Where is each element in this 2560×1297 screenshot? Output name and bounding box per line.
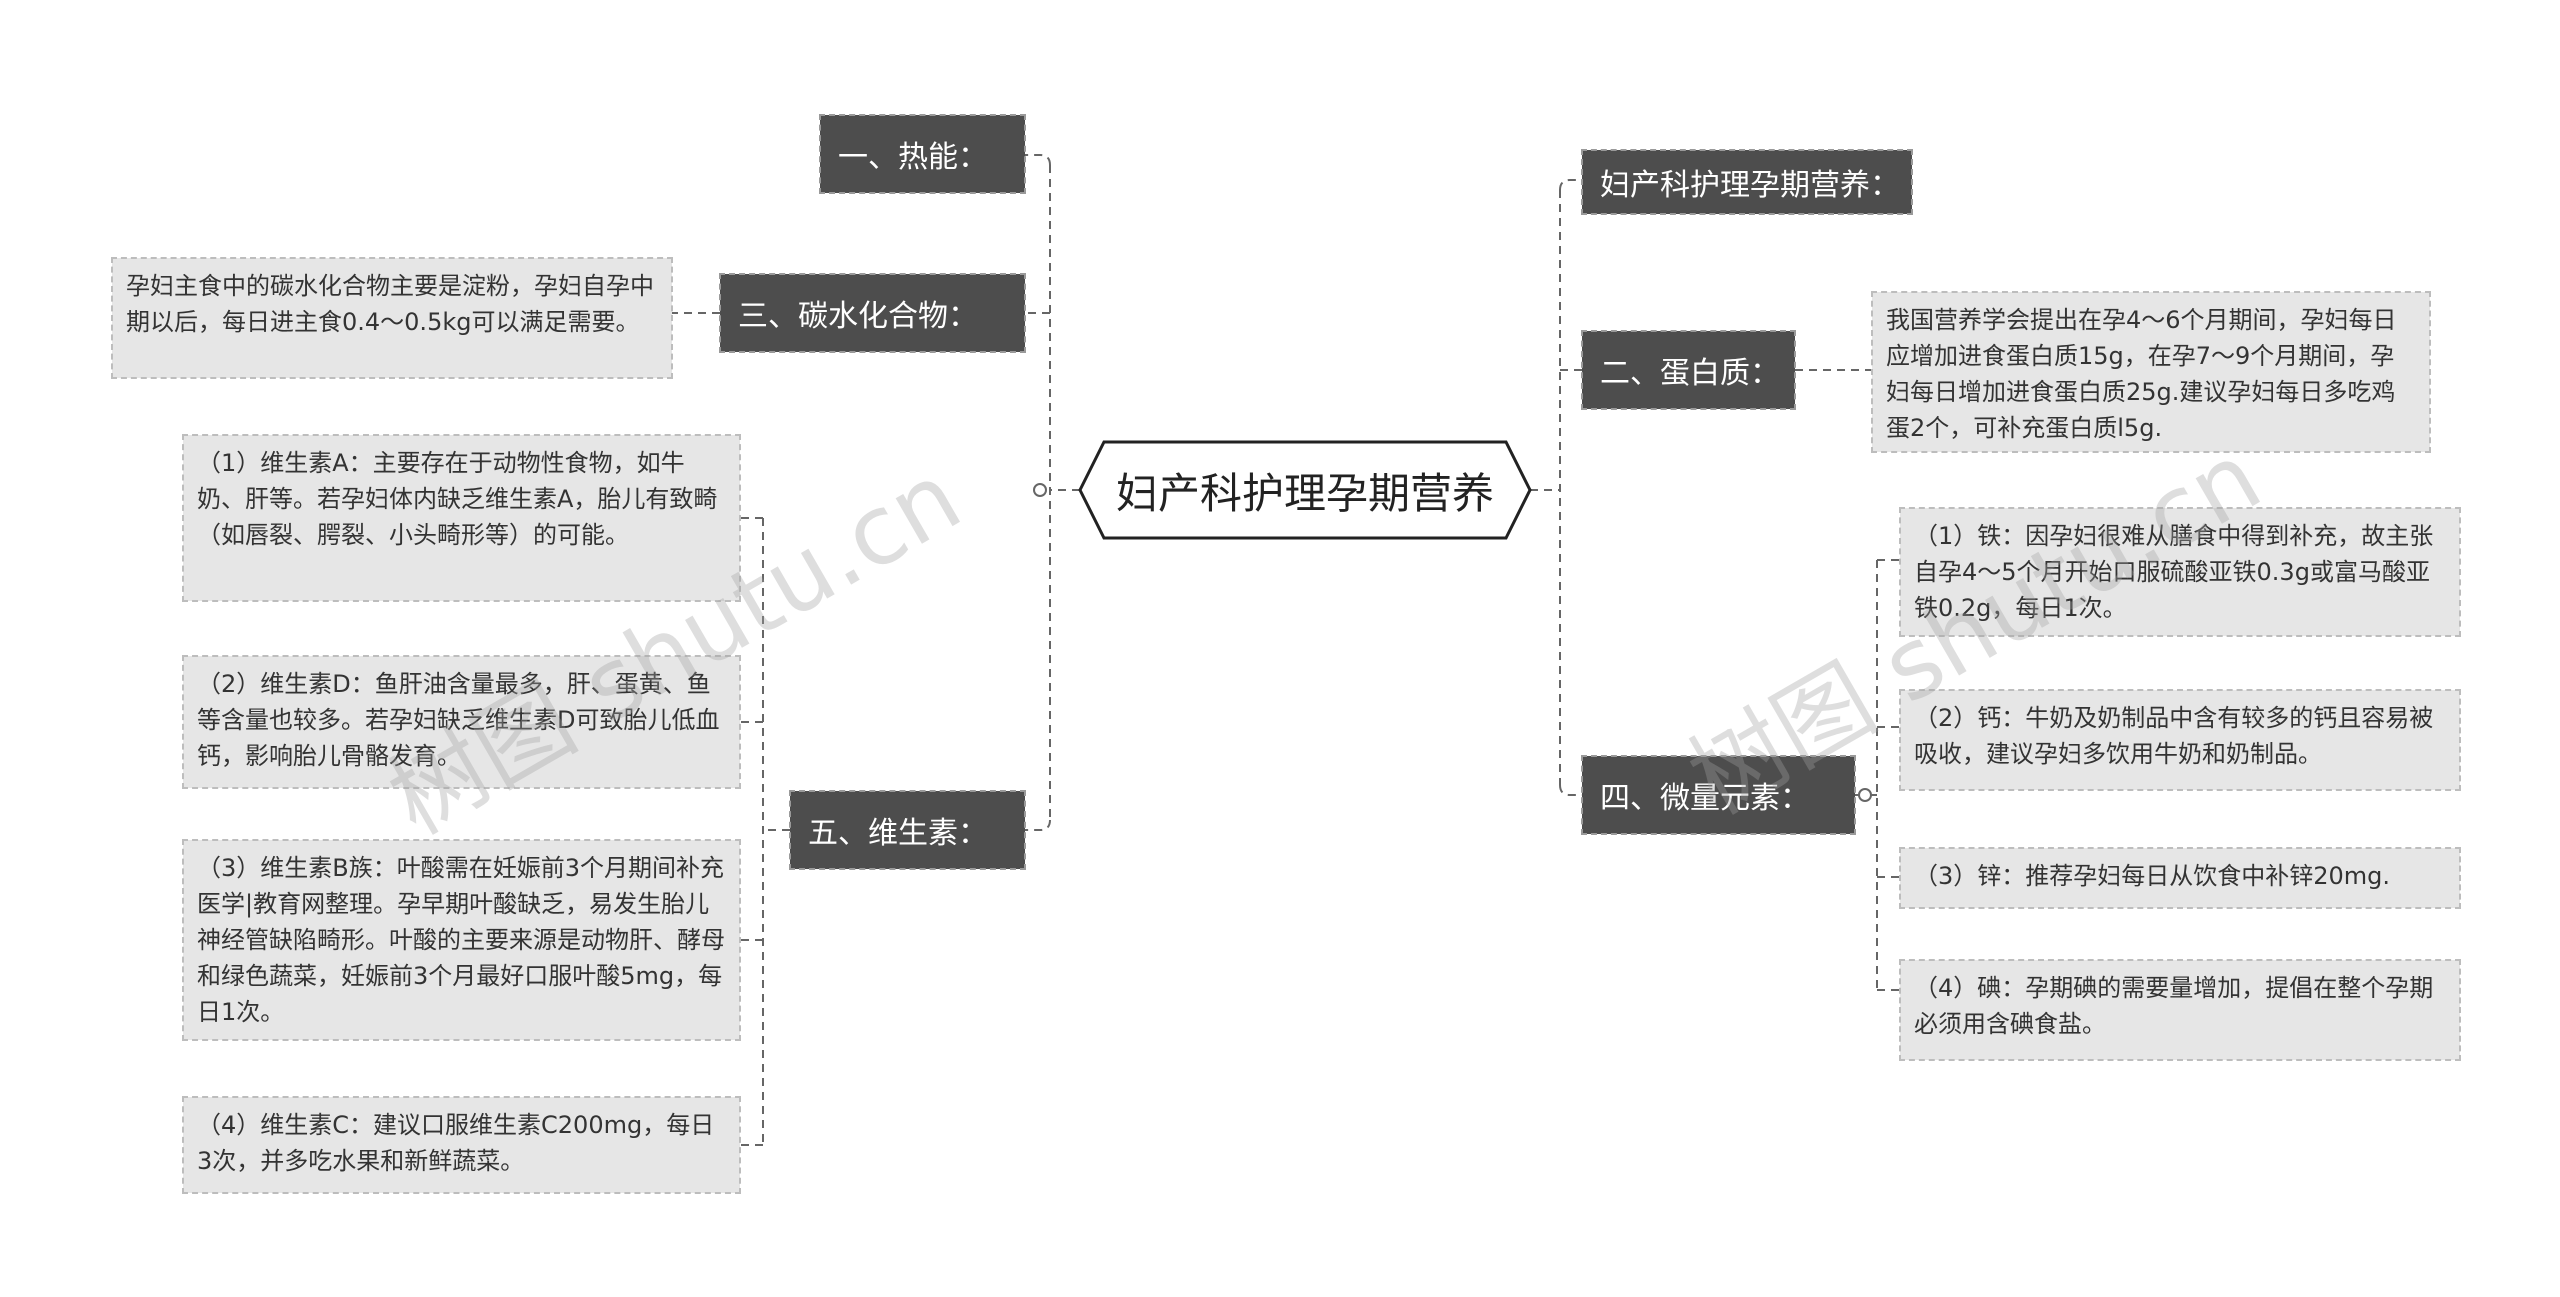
branch-trace-elements[interactable]: 四、微量元素： bbox=[1581, 755, 1856, 835]
vitamin-item-c: （4）维生素C：建议口服维生素C200mg，每日3次，并多吃水果和新鲜蔬菜。 bbox=[182, 1096, 741, 1194]
vitamin-item-d: （2）维生素D：鱼肝油含量最多，肝、蛋黄、鱼等含量也较多。若孕妇缺乏维生素D可致… bbox=[182, 655, 741, 789]
branch-protein-label: 二、蛋白质： bbox=[1600, 356, 1780, 391]
trace-item-zinc-text: （3）锌：推荐孕妇每日从饮食中补锌20mg. bbox=[1914, 862, 2391, 890]
branch-protein[interactable]: 二、蛋白质： bbox=[1581, 330, 1796, 410]
vitamin-item-a-text: （1）维生素A：主要存在于动物性食物，如牛奶、肝等。若孕妇体内缺乏维生素A，胎儿… bbox=[197, 449, 718, 549]
protein-detail-text: 我国营养学会提出在孕4～6个月期间，孕妇每日应增加进食蛋白质15g，在孕7～9个… bbox=[1886, 306, 2397, 442]
branch-carbohydrate-label: 三、碳水化合物： bbox=[738, 299, 978, 334]
root-node[interactable]: 妇产科护理孕期营养 bbox=[1078, 440, 1532, 540]
trace-item-iodine-text: （4）碘：孕期碘的需要量增加，提倡在整个孕期必须用含碘食盐。 bbox=[1914, 974, 2434, 1038]
carbohydrate-detail-text: 孕妇主食中的碳水化合物主要是淀粉，孕妇自孕中期以后，每日进主食0.4～0.5kg… bbox=[126, 272, 654, 336]
trace-item-calcium-text: （2）钙：牛奶及奶制品中含有较多的钙且容易被吸收，建议孕妇多饮用牛奶和奶制品。 bbox=[1914, 704, 2434, 768]
root-hexagon-shape bbox=[1078, 440, 1532, 540]
branch-intro-label: 妇产科护理孕期营养： bbox=[1600, 168, 1900, 203]
branch-vitamins-label: 五、维生素： bbox=[808, 816, 988, 851]
branch-carbohydrate[interactable]: 三、碳水化合物： bbox=[719, 273, 1026, 353]
carbohydrate-detail: 孕妇主食中的碳水化合物主要是淀粉，孕妇自孕中期以后，每日进主食0.4～0.5kg… bbox=[111, 257, 673, 379]
branch-intro[interactable]: 妇产科护理孕期营养： bbox=[1581, 149, 1913, 215]
trace-item-iron-text: （1）铁：因孕妇很难从膳食中得到补充，故主张自孕4～5个月开始口服硫酸亚铁0.3… bbox=[1914, 522, 2434, 622]
protein-detail: 我国营养学会提出在孕4～6个月期间，孕妇每日应增加进食蛋白质15g，在孕7～9个… bbox=[1871, 291, 2431, 453]
trace-item-calcium: （2）钙：牛奶及奶制品中含有较多的钙且容易被吸收，建议孕妇多饮用牛奶和奶制品。 bbox=[1899, 689, 2461, 791]
vitamin-item-c-text: （4）维生素C：建议口服维生素C200mg，每日3次，并多吃水果和新鲜蔬菜。 bbox=[197, 1111, 715, 1175]
trace-item-iron: （1）铁：因孕妇很难从膳食中得到补充，故主张自孕4～5个月开始口服硫酸亚铁0.3… bbox=[1899, 507, 2461, 637]
root-title: 妇产科护理孕期营养 bbox=[1115, 468, 1494, 518]
vitamin-item-b-text: （3）维生素B族：叶酸需在妊娠前3个月期间补充医学|教育网整理。孕早期叶酸缺乏，… bbox=[197, 854, 725, 1026]
branch-energy-label: 一、热能： bbox=[838, 140, 988, 175]
branch-vitamins[interactable]: 五、维生素： bbox=[789, 790, 1026, 870]
branch-energy[interactable]: 一、热能： bbox=[819, 114, 1026, 194]
trace-item-zinc: （3）锌：推荐孕妇每日从饮食中补锌20mg. bbox=[1899, 847, 2461, 909]
vitamin-item-a: （1）维生素A：主要存在于动物性食物，如牛奶、肝等。若孕妇体内缺乏维生素A，胎儿… bbox=[182, 434, 741, 602]
trace-item-iodine: （4）碘：孕期碘的需要量增加，提倡在整个孕期必须用含碘食盐。 bbox=[1899, 959, 2461, 1061]
branch-trace-elements-label: 四、微量元素： bbox=[1600, 781, 1810, 816]
vitamin-item-d-text: （2）维生素D：鱼肝油含量最多，肝、蛋黄、鱼等含量也较多。若孕妇缺乏维生素D可致… bbox=[197, 670, 720, 770]
vitamin-item-b: （3）维生素B族：叶酸需在妊娠前3个月期间补充医学|教育网整理。孕早期叶酸缺乏，… bbox=[182, 839, 741, 1041]
